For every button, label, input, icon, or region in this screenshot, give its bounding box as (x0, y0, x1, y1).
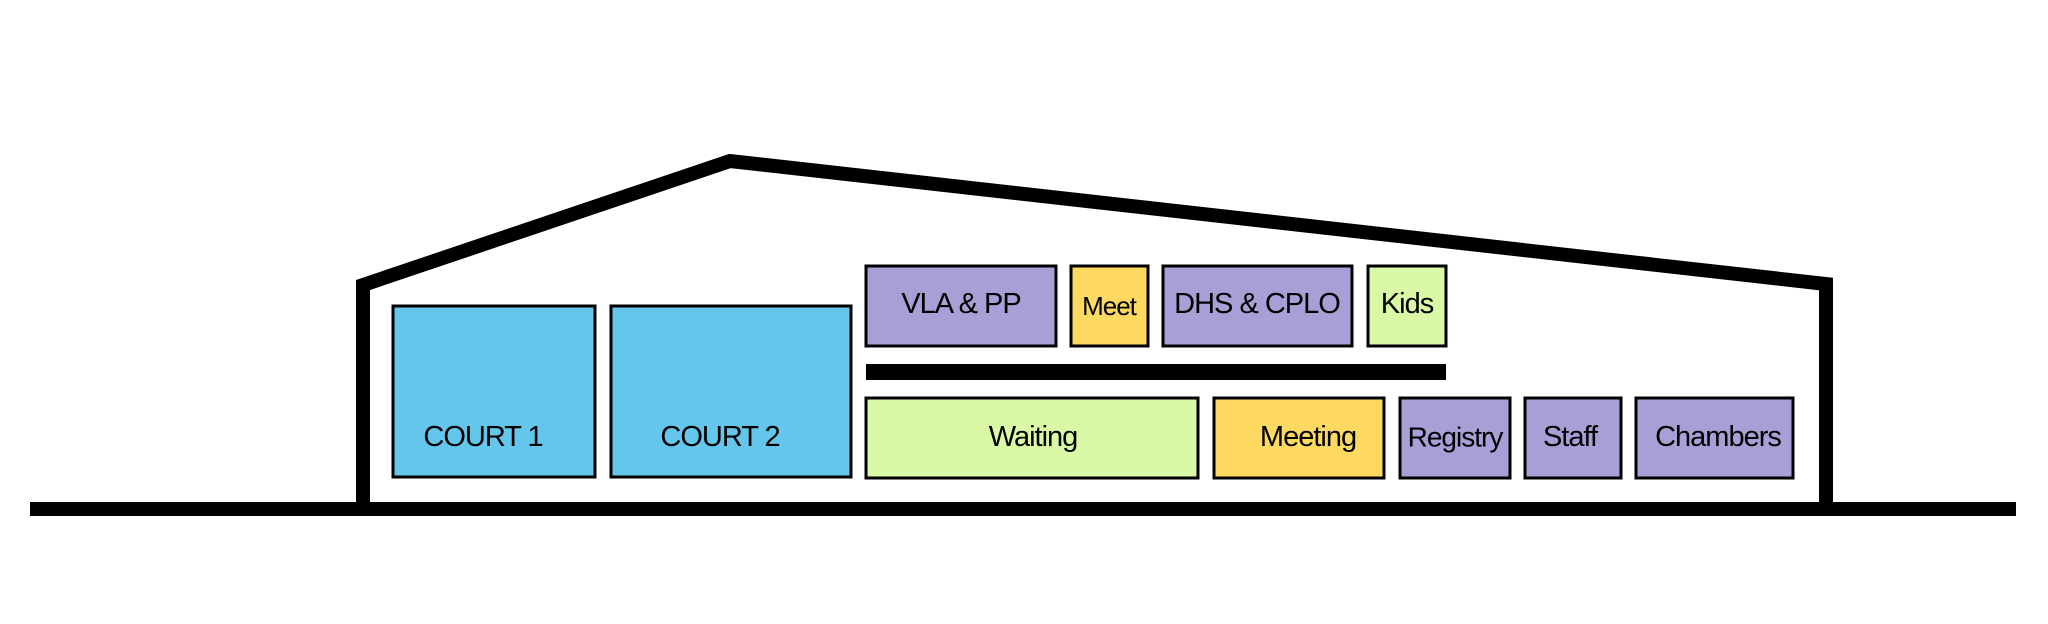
room-meet-label: Meet (1082, 291, 1138, 321)
room-registry-label: Registry (1408, 422, 1504, 453)
room-chambers: Chambers (1634, 396, 1795, 480)
corridor-divider (866, 364, 1446, 380)
room-waiting: Waiting (864, 396, 1200, 480)
room-kids-label: Kids (1381, 288, 1434, 320)
room-court-1-label: COURT 1 (423, 421, 542, 453)
room-court-2: COURT 2 (609, 304, 853, 479)
room-meeting: Meeting (1212, 396, 1386, 480)
room-meet: Meet (1069, 264, 1150, 348)
room-staff-label: Staff (1543, 421, 1599, 453)
room-court-2-label: COURT 2 (660, 421, 779, 453)
room-court-1: COURT 1 (391, 304, 597, 479)
room-dhs-cplo: DHS & CPLO (1161, 264, 1354, 348)
room-vla-pp: VLA & PP (864, 264, 1058, 348)
room-waiting-label: Waiting (989, 421, 1078, 453)
room-registry: Registry (1398, 396, 1512, 480)
room-chambers-label: Chambers (1655, 421, 1781, 453)
room-dhs-cplo-label: DHS & CPLO (1174, 288, 1340, 320)
room-kids: Kids (1366, 264, 1448, 348)
room-vla-pp-label: VLA & PP (901, 288, 1020, 320)
room-staff: Staff (1523, 396, 1623, 480)
room-meeting-label: Meeting (1260, 421, 1356, 453)
building-outline (356, 153, 1833, 502)
